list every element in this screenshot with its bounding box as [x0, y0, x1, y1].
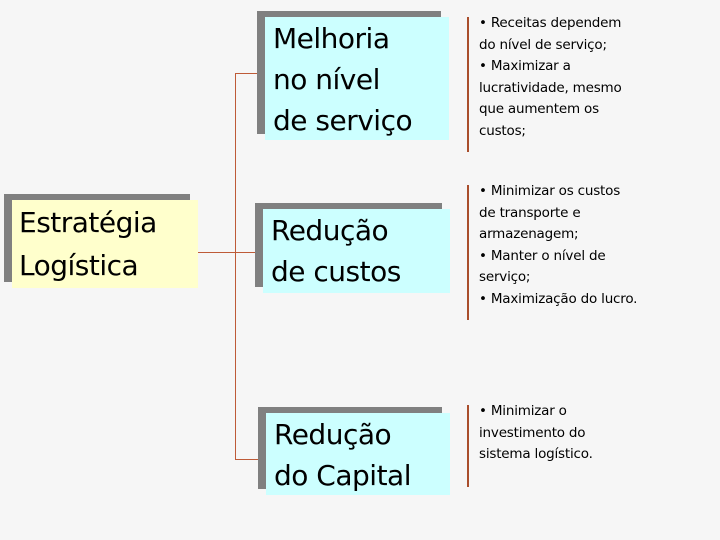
- notes-cost-reduction: • Minimizar os custos de transporte e ar…: [479, 183, 638, 307]
- notes-accent-bar-costs: [467, 185, 469, 320]
- root-box-estrategia-logistica: Estratégia Logística: [12, 200, 198, 288]
- notes-accent-bar-capital: [467, 405, 469, 487]
- root-box-label: Estratégia Logística: [19, 206, 157, 282]
- connector-branch-service-line: [235, 73, 265, 74]
- notes-capital-reduction: • Minimizar o investimento do sistema lo…: [479, 403, 593, 463]
- connector-trunk-line: [235, 73, 236, 460]
- box-reducao-de-custos: Redução de custos: [263, 209, 450, 293]
- box-reducao-do-capital: Redução do Capital: [266, 413, 450, 495]
- box-melhoria-label: Melhoria no nível de serviço: [273, 22, 413, 137]
- connector-branch-capital-line: [235, 459, 266, 460]
- box-reducao-custos-label: Redução de custos: [271, 214, 401, 288]
- box-reducao-capital-label: Redução do Capital: [274, 418, 411, 492]
- box-melhoria-nivel-servico: Melhoria no nível de serviço: [265, 17, 449, 140]
- notes-accent-bar-service: [467, 17, 469, 152]
- connector-branch-costs-line: [198, 252, 263, 253]
- notes-service-level: • Receitas dependem do nível de serviço;…: [479, 15, 622, 139]
